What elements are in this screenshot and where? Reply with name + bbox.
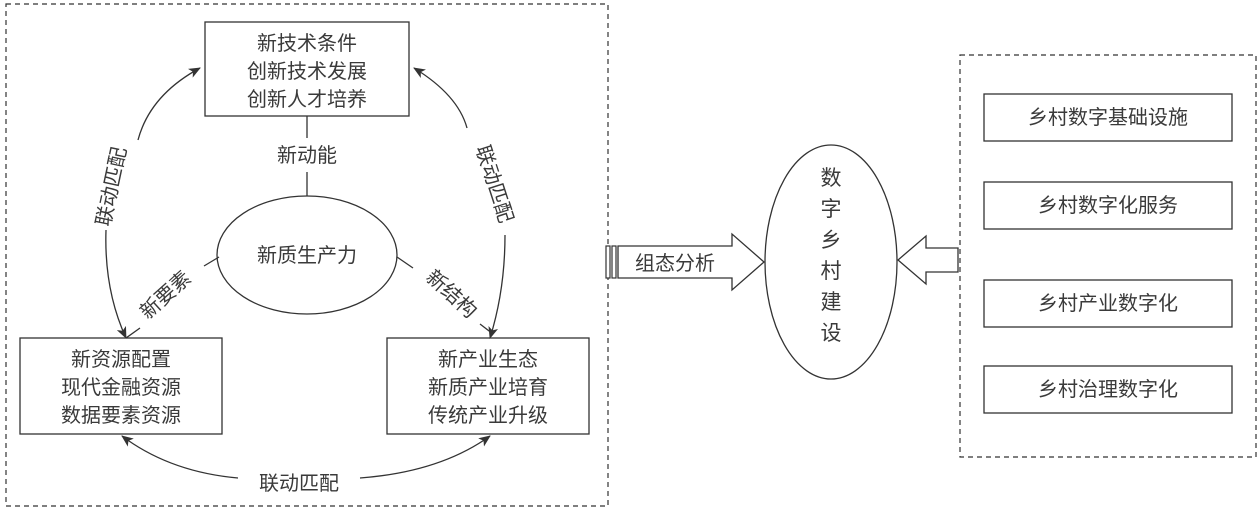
bottom-left-box-line-1: 新资源配置 [71, 347, 171, 371]
arc-left-label: 联动匹配 [91, 145, 131, 228]
arc-right-upper [413, 67, 468, 129]
right-item-label-3: 乡村产业数字化 [1038, 291, 1178, 315]
top-box-line-2: 创新技术发展 [247, 59, 367, 83]
link-top-label: 新动能 [277, 143, 337, 167]
digital-village-char-1: 数 [821, 166, 842, 190]
digital-village-ellipse [764, 144, 898, 380]
link-left-line-lower [125, 327, 141, 339]
arc-right-lower [488, 234, 506, 339]
analysis-arrow-tail-bar-2 [611, 245, 617, 279]
bottom-left-box [19, 337, 223, 435]
right-item-box-3 [983, 279, 1233, 328]
center-ellipse-new-productivity [216, 195, 398, 315]
arc-bottom-label: 联动匹配 [259, 471, 339, 495]
analysis-arrow-label: 组态分析 [635, 251, 715, 275]
top-box-line-3: 创新人才培养 [247, 87, 367, 111]
arc-bottom-left [121, 435, 239, 479]
arc-bottom-right [359, 435, 491, 479]
analysis-arrow-tail-bar-1 [605, 245, 611, 279]
right-inflow-arrow [897, 234, 959, 286]
arc-left-lower [105, 229, 127, 339]
right-item-box-1 [983, 93, 1233, 142]
link-left-label: 新要素 [135, 266, 196, 324]
top-box-line-1: 新技术条件 [257, 31, 357, 55]
bottom-right-box-line-3: 传统产业升级 [428, 403, 548, 427]
bottom-left-box-line-3: 数据要素资源 [61, 403, 181, 427]
right-item-label-4: 乡村治理数字化 [1038, 377, 1178, 401]
digital-village-char-2: 字 [821, 197, 842, 221]
analysis-arrow [617, 232, 765, 292]
digital-village-char-5: 建 [821, 290, 842, 314]
left-dashed-panel [5, 3, 609, 507]
right-dashed-panel [959, 54, 1257, 458]
center-ellipse-label: 新质生产力 [257, 243, 357, 267]
arc-left-upper [137, 67, 201, 141]
link-right-line-upper [396, 256, 414, 269]
right-item-label-1: 乡村数字基础设施 [1028, 105, 1188, 129]
right-item-box-2 [983, 181, 1233, 230]
right-item-label-2: 乡村数字化服务 [1038, 193, 1178, 217]
digital-village-char-4: 村 [821, 259, 842, 283]
digital-village-char-6: 设 [821, 321, 842, 345]
link-left-line-upper [203, 256, 220, 267]
link-right-label: 新结构 [421, 265, 482, 323]
bottom-right-box [386, 337, 590, 435]
right-item-box-4 [983, 365, 1233, 414]
bottom-left-box-line-2: 现代金融资源 [61, 375, 181, 399]
arc-right-label: 联动匹配 [471, 142, 519, 226]
bottom-right-box-line-2: 新质产业培育 [428, 375, 548, 399]
digital-village-char-3: 乡 [821, 228, 842, 252]
bottom-right-box-line-1: 新产业生态 [438, 347, 538, 371]
